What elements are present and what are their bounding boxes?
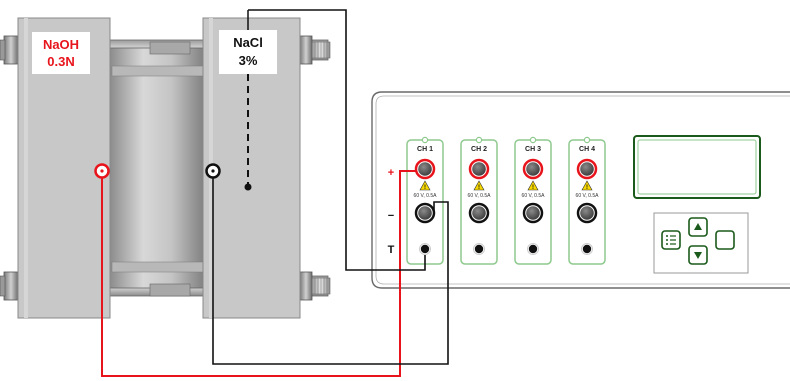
bolt-top-left (0, 35, 19, 65)
row-label-t: T (388, 244, 395, 256)
warning-icon (473, 180, 485, 191)
up-button[interactable] (688, 217, 708, 237)
channel-4-label: CH 4 (579, 146, 595, 153)
svg-text:!: ! (586, 185, 588, 191)
wire-black-negative (212, 177, 449, 365)
channel-2-panel: CH 2 ! 60 V, 0.5A (460, 136, 498, 265)
nacl-label-line1: NaCl (233, 35, 263, 50)
channel-2-minus-jack[interactable] (468, 202, 490, 224)
row-label-minus: − (388, 210, 394, 222)
naoh-label-line2: 0.3N (47, 54, 74, 69)
warning-icon (419, 180, 431, 191)
potentiostat-instrument: + − T CH 1 ! 60 V, 0.5A (371, 91, 790, 289)
cell-red-terminal[interactable] (94, 163, 110, 179)
enter-icon (715, 230, 735, 250)
channel-2-rating: 60 V, 0.5A (468, 193, 492, 199)
channel-3-rating: 60 V, 0.5A (522, 193, 546, 199)
naoh-label-line1: NaOH (43, 37, 79, 52)
wire-red-positive (101, 170, 416, 377)
menu-icon (666, 235, 676, 245)
svg-text:!: ! (424, 185, 426, 191)
keypad-panel (653, 212, 749, 274)
channel-4-minus-jack[interactable] (576, 202, 598, 224)
up-arrow-icon (694, 223, 702, 230)
channel-1-t-jack[interactable] (419, 243, 431, 255)
channel-4-plus-jack[interactable] (576, 158, 598, 180)
channel-4-t-jack[interactable] (581, 243, 593, 255)
enter-button[interactable] (715, 230, 735, 250)
channel-4-rating: 60 V, 0.5A (576, 193, 600, 199)
bolt-bottom-right (299, 271, 331, 301)
display-screen (633, 135, 761, 199)
channel-1-rating: 60 V, 0.5A (414, 193, 438, 199)
cell-black-terminal[interactable] (205, 163, 221, 179)
wire-reference (248, 9, 426, 271)
channel-3-minus-jack[interactable] (522, 202, 544, 224)
channel-1-minus-jack[interactable] (414, 202, 436, 224)
row-label-plus: + (388, 167, 394, 179)
channel-3-label: CH 3 (525, 146, 541, 153)
reference-probe-tip (244, 183, 252, 191)
channel-3-panel: CH 3 ! 60 V, 0.5A (514, 136, 552, 265)
channel-4-panel: CH 4 ! 60 V, 0.5A (568, 136, 606, 265)
channel-2-t-jack[interactable] (473, 243, 485, 255)
membrane-stack (109, 47, 206, 289)
down-arrow-icon (694, 252, 702, 259)
channel-3-t-jack[interactable] (527, 243, 539, 255)
channel-1-panel: CH 1 ! 60 V, 0.5A (406, 136, 444, 265)
menu-button[interactable] (661, 230, 681, 250)
down-button[interactable] (688, 245, 708, 265)
channel-1-plus-jack[interactable] (414, 158, 436, 180)
warning-icon (527, 180, 539, 191)
channel-1-label: CH 1 (417, 146, 433, 153)
warning-icon (581, 180, 593, 191)
channel-2-label: CH 2 (471, 146, 487, 153)
channel-2-plus-jack[interactable] (468, 158, 490, 180)
bolt-bottom-left (0, 271, 19, 301)
svg-text:!: ! (478, 185, 480, 191)
svg-text:!: ! (532, 185, 534, 191)
channel-3-plus-jack[interactable] (522, 158, 544, 180)
nacl-label-line2: 3% (239, 53, 258, 68)
nacl-label-box: NaCl 3% (219, 30, 277, 74)
naoh-label-box: NaOH 0.3N (32, 32, 90, 74)
